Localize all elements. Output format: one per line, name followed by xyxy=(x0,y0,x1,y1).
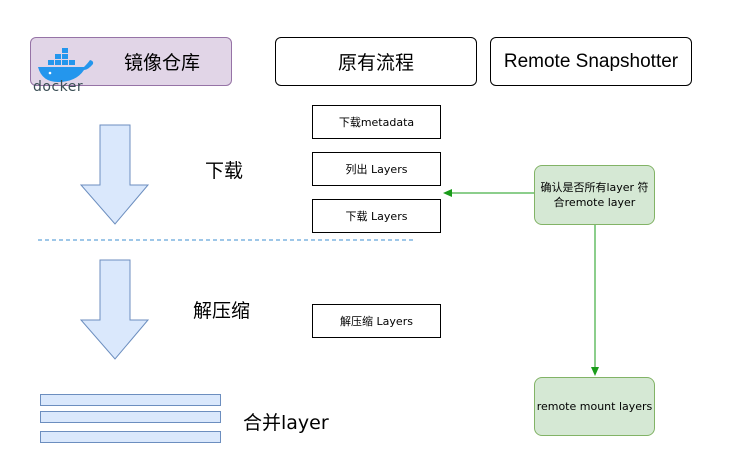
step-download-layers: 下载 Layers xyxy=(312,199,441,233)
phase-label-merge: 合并layer xyxy=(243,412,329,434)
download-down-arrow xyxy=(79,124,150,225)
check-remote-layers-line-2: 合remote layer xyxy=(553,196,636,209)
remote-mount-layers-node: remote mount layers xyxy=(534,377,655,436)
step-decompress-layers: 解压缩 Layers xyxy=(312,304,441,338)
layer-bar-3 xyxy=(40,431,221,443)
step-list-layers: 列出 Layers xyxy=(312,152,441,186)
phase-label-decompress: 解压缩 xyxy=(193,300,251,322)
layer-bar-2 xyxy=(40,411,221,423)
original-flow-header: 原有流程 xyxy=(275,37,477,86)
check-remote-layers-line-1: 确认是否所有layer 符 xyxy=(540,181,649,194)
arrowhead-to-list-layers xyxy=(443,189,452,197)
check-remote-layers-node: 确认是否所有layer 符 合remote layer xyxy=(534,165,655,225)
phase-label-download: 下载 xyxy=(205,160,244,182)
step-download-metadata: 下载metadata xyxy=(312,105,441,139)
remote-snapshotter-header: Remote Snapshotter xyxy=(490,37,692,86)
arrowhead-to-mount xyxy=(591,367,599,376)
layer-bar-1 xyxy=(40,394,221,406)
image-repository-label: 镜像仓库 xyxy=(123,52,200,74)
docker-wordmark: docker xyxy=(33,79,84,95)
decompress-down-arrow xyxy=(79,259,150,360)
